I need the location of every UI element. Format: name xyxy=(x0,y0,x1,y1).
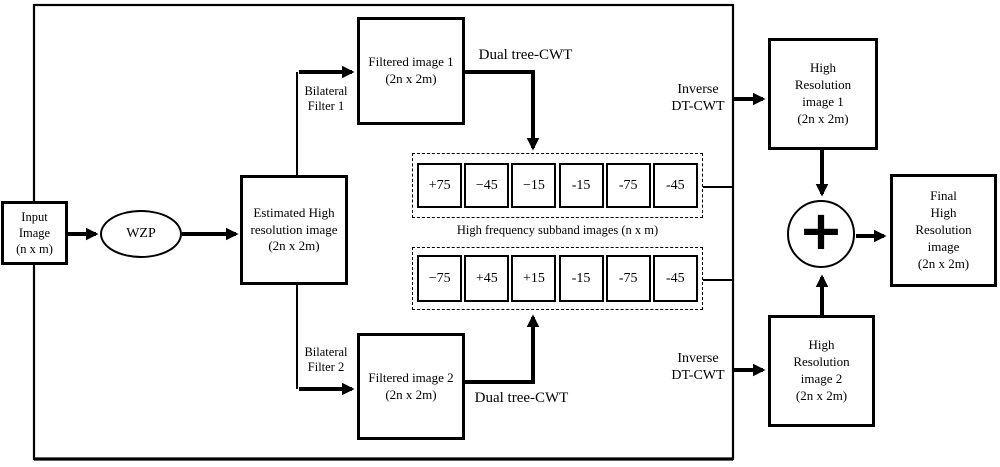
subband-caption: High frequency subband images (n x m) xyxy=(456,223,659,237)
subband-cell: -15 xyxy=(558,163,604,208)
sum-node: + xyxy=(787,200,855,268)
subband-cell: -15 xyxy=(558,255,604,302)
subband-cell: −15 xyxy=(511,163,557,208)
subband-cell: -45 xyxy=(652,163,698,208)
filtered-image-1-box: Filtered image 1 (2n x 2m) xyxy=(357,17,465,125)
dual-tree-cwt-1-label: Dual tree-CWT xyxy=(478,47,573,63)
dtcwt1-arrow xyxy=(465,70,540,151)
inverse-dtcwt-2-label: Inverse DT-CWT xyxy=(671,351,725,383)
subband-cell: +75 xyxy=(417,163,463,208)
subband-cell: +15 xyxy=(511,255,557,302)
final-high-resolution-box: Final High Resolution image (2n x 2m) xyxy=(890,174,997,287)
dtcwt2-arrow xyxy=(465,314,540,384)
subband-cell: −75 xyxy=(417,255,463,302)
high-resolution-image-1-box: High Resolution image 1 (2n x 2m) xyxy=(768,38,878,150)
subband-cell: −45 xyxy=(464,163,510,208)
subband-cell: -75 xyxy=(605,255,651,302)
dual-tree-cwt-2-label: Dual tree-CWT xyxy=(474,390,569,406)
subband-cell: +45 xyxy=(464,255,510,302)
filtered-image-2-box: Filtered image 2 (2n x 2m) xyxy=(357,333,465,440)
estimated-high-resolution-box: Estimated High resolution image (2n x 2m… xyxy=(240,175,348,285)
input-image-box: Input Image (n x m) xyxy=(1,201,68,265)
subband-cell: -45 xyxy=(652,255,698,302)
plus-icon: + xyxy=(798,199,844,262)
subband-row-2: −75 +45 +15 -15 -75 -45 xyxy=(412,247,703,310)
wzp-ellipse: WZP xyxy=(100,210,182,258)
bilateral-filter-1-label: Bilateral Filter 1 xyxy=(304,84,348,113)
bilateral-filter-2-label: Bilateral Filter 2 xyxy=(304,345,348,374)
subband-row-1: +75 −45 −15 -15 -75 -45 xyxy=(412,153,703,218)
high-resolution-image-2-box: High Resolution image 2 (2n x 2m) xyxy=(768,315,875,427)
subband-cell: -75 xyxy=(605,163,651,208)
inverse-dtcwt-1-label: Inverse DT-CWT xyxy=(671,82,725,114)
